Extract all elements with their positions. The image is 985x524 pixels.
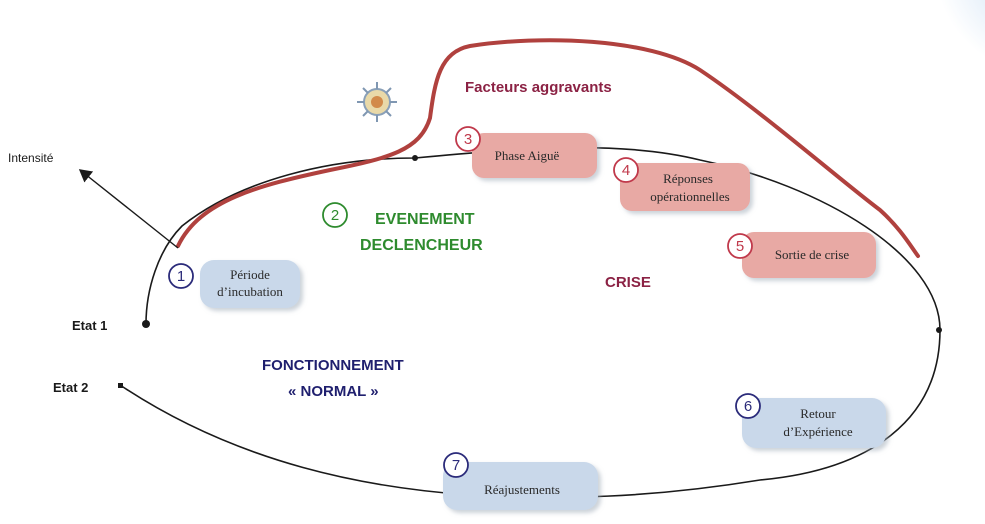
state1-label: Etat 1: [72, 318, 107, 333]
step-4-line1: Réponses: [663, 171, 713, 186]
step-7-box: Réajustements: [443, 462, 598, 510]
normal-line1: FONCTIONNEMENT: [262, 357, 404, 374]
state2-point: [118, 383, 123, 388]
crisis-label: CRISE: [605, 274, 651, 291]
aggravating-factors-label: Facteurs aggravants: [465, 79, 612, 96]
step-3-number: 3: [464, 131, 472, 148]
step-1-line2: d’incubation: [217, 284, 283, 299]
state2-label: Etat 2: [53, 380, 88, 395]
aggravating-factors-curve: [176, 38, 920, 258]
step-3-line1: Phase Aiguë: [495, 148, 560, 163]
step-6-box: Retour d’Expérience: [742, 398, 886, 448]
step-6-number-circle: [735, 393, 761, 419]
intensity-label: Intensité: [8, 151, 54, 165]
step-7-number-circle: [443, 452, 469, 478]
step-5-number: 5: [736, 238, 744, 255]
step-2-number: 2: [331, 207, 339, 224]
step-7-line1: Réajustements: [484, 482, 560, 497]
step-5-line1: Sortie de crise: [775, 247, 850, 262]
step-1-box: Période d’incubation: [200, 260, 300, 308]
step-6-line2: d’Expérience: [783, 424, 853, 439]
step-5-number-circle: [727, 233, 753, 259]
event-line2: DECLENCHEUR: [360, 237, 483, 254]
step-1-line1: Période: [230, 267, 270, 282]
step-2-number-circle: [322, 202, 348, 228]
corner-glow: [935, 0, 985, 75]
step-4-box: Réponses opérationnelles: [620, 163, 750, 211]
step-4-line2: opérationnelles: [650, 189, 729, 204]
step-1-number: 1: [177, 268, 185, 285]
intensity-arrow: [78, 169, 179, 249]
step-6-number: 6: [744, 398, 752, 415]
curve-point-top: [412, 155, 418, 161]
step-4-number: 4: [622, 162, 630, 179]
step-1-number-circle: [168, 263, 194, 289]
normal-line2: « NORMAL »: [288, 383, 379, 400]
curve-point-right: [936, 327, 942, 333]
step-6-line1: Retour: [800, 406, 836, 421]
state1-point: [142, 320, 150, 328]
step-5-box: Sortie de crise: [742, 232, 876, 278]
step-3-box: Phase Aiguë: [472, 133, 597, 178]
step-4-number-circle: [613, 157, 639, 183]
event-line1: EVENEMENT: [375, 211, 475, 228]
virus-icon: [357, 82, 397, 122]
step-3-number-circle: [455, 126, 481, 152]
step-7-number: 7: [452, 457, 460, 474]
